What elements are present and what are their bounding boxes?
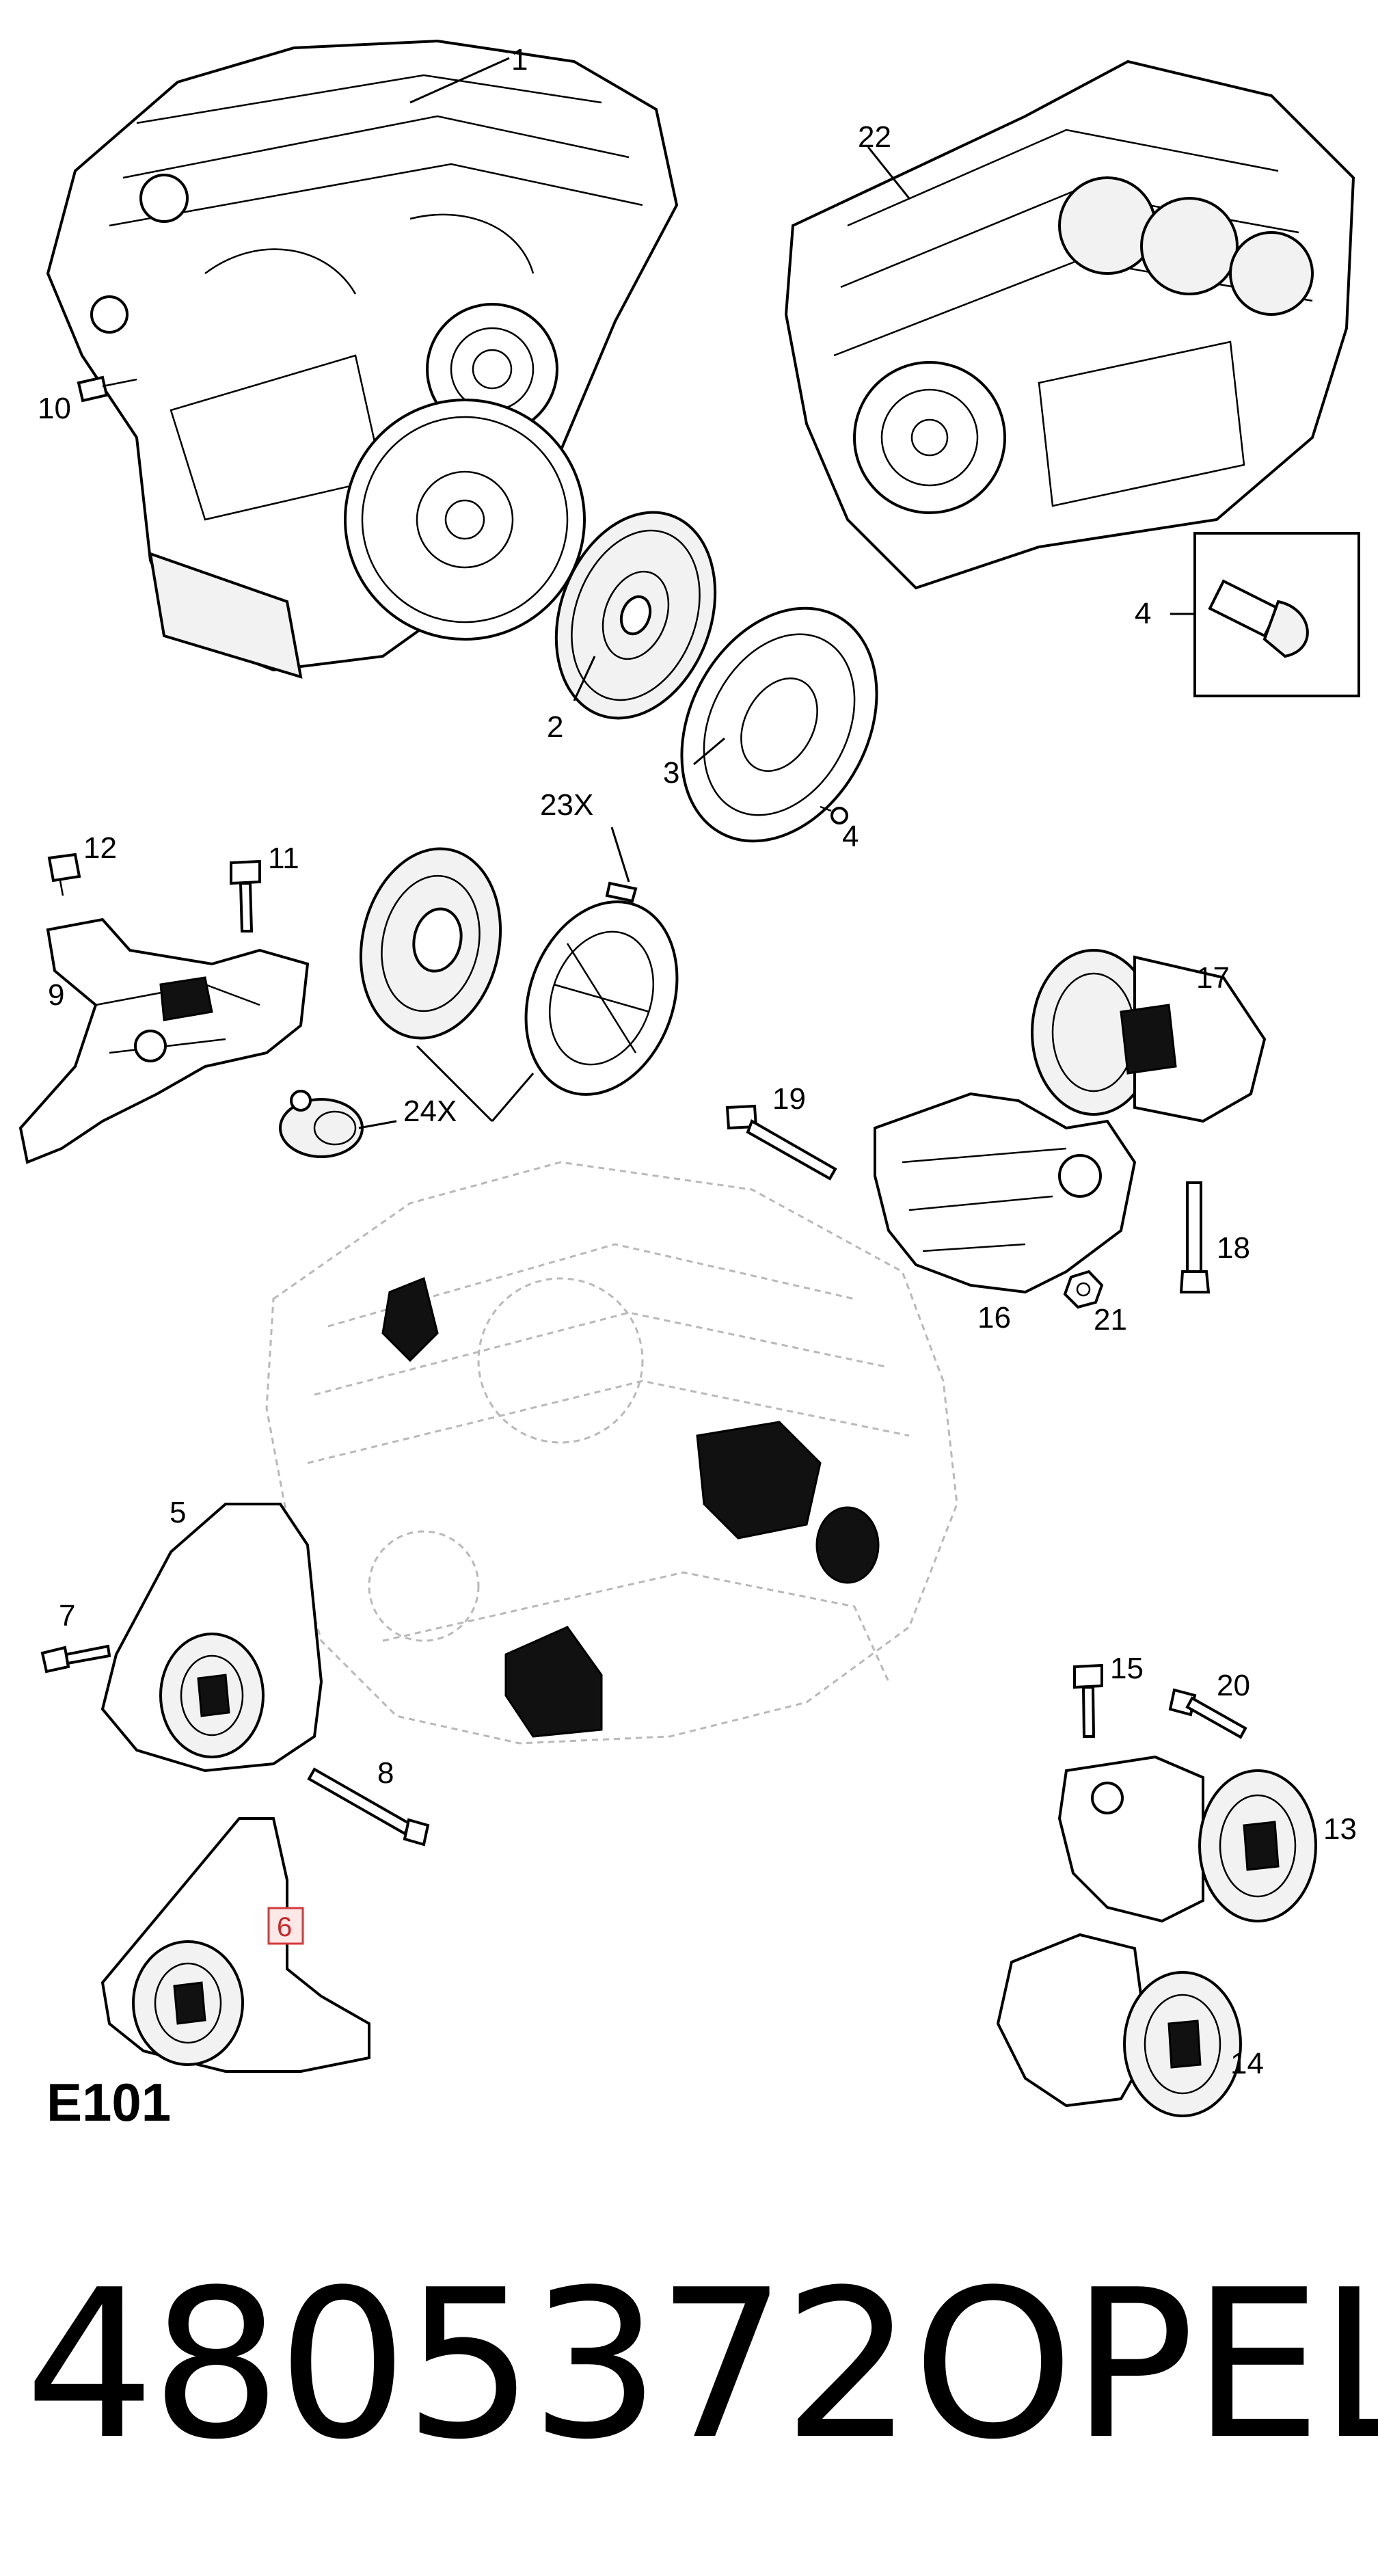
callout-24x: 24X <box>403 1095 457 1128</box>
bolt-10 <box>77 375 137 403</box>
callout-6-highlight: 6 <box>267 1907 304 1945</box>
callout-4-bolt: 4 <box>842 820 859 853</box>
callout-4-box: 4 <box>1135 597 1151 630</box>
callout-12: 12 <box>83 831 117 865</box>
callout-1: 1 <box>511 43 528 77</box>
callout-14: 14 <box>1230 2047 1264 2080</box>
engine-mount-5 <box>100 1503 323 1773</box>
pressure-plate <box>680 606 878 843</box>
engine-context-ghost <box>265 1161 958 1745</box>
part-number: 4805372 <box>25 2246 913 2484</box>
callout-6: 6 <box>277 1912 292 1942</box>
callout-17: 17 <box>1196 961 1230 995</box>
callout-labels: 1 2 3 4 4 5 7 8 9 10 11 12 13 14 15 16 1… <box>38 43 1357 2080</box>
nut-21 <box>1063 1270 1104 1309</box>
callout-5: 5 <box>170 1496 186 1529</box>
callout-9: 9 <box>48 978 64 1012</box>
leader-23x <box>610 827 630 883</box>
callout-8: 8 <box>377 1756 394 1790</box>
clutch-kit-disc <box>359 847 502 1040</box>
engine-mount-13 <box>1057 1755 1317 1923</box>
bolt-15 <box>1073 1663 1103 1738</box>
callout-13: 13 <box>1323 1812 1357 1846</box>
callout-20: 20 <box>1217 1669 1250 1702</box>
leader-24x <box>358 1045 535 1129</box>
diagram-code: E101 <box>46 2072 172 2132</box>
callout-15: 15 <box>1110 1652 1144 1685</box>
bolt-18 <box>1179 1181 1211 1293</box>
callout-21: 21 <box>1094 1303 1127 1337</box>
engine-mount-14 <box>996 1933 1242 2117</box>
callout-19: 19 <box>772 1082 806 1116</box>
clutch-disc <box>554 511 717 720</box>
bolt-7 <box>40 1644 111 1674</box>
bolt-4-small <box>820 805 848 824</box>
brand-name: OPEL <box>913 2246 1378 2484</box>
release-bearing <box>279 1090 364 1158</box>
callout-10: 10 <box>38 392 71 425</box>
bolt-11 <box>230 859 261 933</box>
callout-7: 7 <box>59 1599 75 1633</box>
bolt-8 <box>307 1767 430 1847</box>
callout-22: 22 <box>858 120 891 154</box>
callout-2: 2 <box>547 710 563 744</box>
engine-assembly <box>46 39 679 679</box>
clutch-kit-plate <box>524 881 679 1096</box>
callout-18: 18 <box>1217 1231 1250 1265</box>
callout-16: 16 <box>977 1301 1011 1334</box>
mount-bracket-9 <box>18 917 310 1164</box>
bolt-19 <box>725 1104 837 1181</box>
bolt-4-detail <box>1170 532 1360 697</box>
bolt-20 <box>1168 1688 1247 1739</box>
engine-block <box>784 59 1355 590</box>
callout-23x: 23X <box>540 788 593 822</box>
callout-11: 11 <box>268 842 299 875</box>
leader-lines <box>409 57 910 766</box>
engine-mount-17 <box>1031 949 1267 1123</box>
engine-mount-6 <box>100 1817 370 2073</box>
mount-bracket-16 <box>874 1092 1137 1294</box>
callout-3: 3 <box>663 756 679 790</box>
bolt-12 <box>47 853 81 896</box>
